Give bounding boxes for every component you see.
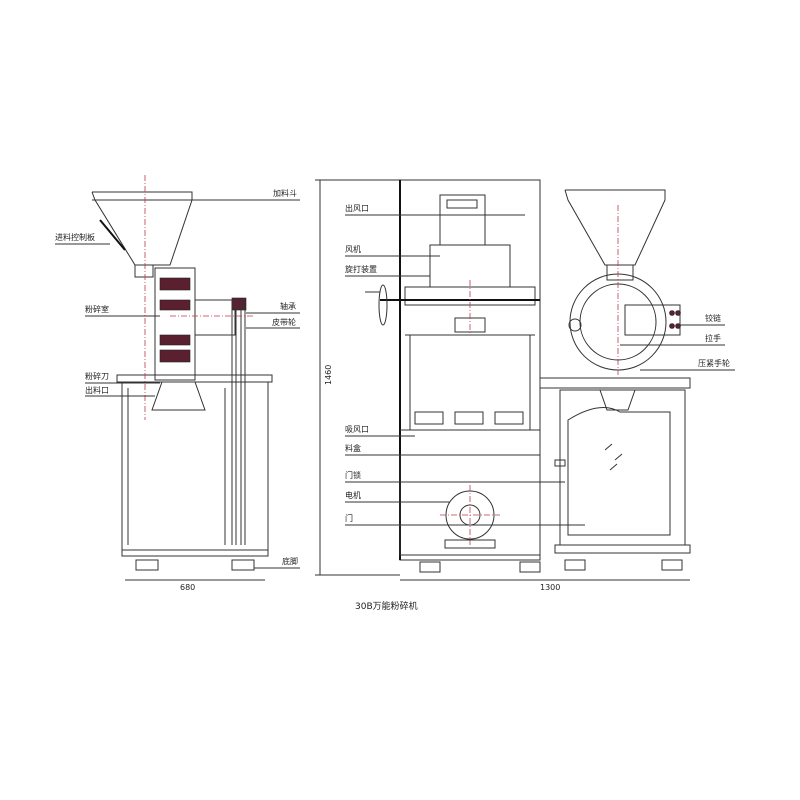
right-view: 铰链 拉手 压紧手轮 — [539, 189, 735, 571]
lower-cabinet — [399, 454, 541, 556]
label-foot: 底脚 — [282, 556, 298, 566]
label-air-inlet: 吸风口 — [345, 425, 369, 434]
label-grinding-chamber: 粉碎室 — [85, 304, 109, 314]
label-door-lock: 门锁 — [345, 470, 361, 480]
label-motor: 电机 — [345, 490, 361, 500]
foot — [231, 559, 255, 571]
label-hopper: 加料斗 — [273, 188, 297, 198]
grinding-chamber-front — [569, 273, 667, 371]
handwheel — [378, 284, 388, 326]
label-material-box: 料盒 — [345, 443, 361, 453]
shaft-housing — [194, 299, 236, 336]
label-fan: 风机 — [345, 244, 361, 254]
label-hinge: 铰链 — [705, 313, 721, 323]
label-feed-control-plate: 进料控制板 — [55, 232, 95, 242]
discharge-outlet — [151, 381, 206, 411]
label-beating-device: 旋打装置 — [345, 264, 377, 274]
label-grinding-blade: 粉碎刀 — [85, 371, 109, 381]
right-cabinet — [559, 389, 686, 546]
label-discharge-outlet: 出料口 — [85, 385, 109, 395]
front-width-dim-label: 1300 — [540, 583, 560, 592]
label-door: 门 — [345, 513, 353, 523]
foot — [564, 559, 586, 571]
feed-control-plate — [99, 219, 126, 251]
clamp-handwheel — [568, 318, 582, 332]
right-hopper — [564, 189, 666, 266]
foot — [135, 559, 159, 571]
hinge-plate — [624, 304, 681, 336]
label-clamp-handwheel: 压紧手轮 — [698, 358, 730, 368]
foot — [661, 559, 683, 571]
front-view: 1460 1300 出风口 风机 旋打装置 — [315, 179, 690, 592]
door — [567, 407, 671, 536]
width-dim-label: 680 — [180, 583, 195, 592]
label-bearing: 轴承 — [280, 301, 296, 311]
label-handle: 拉手 — [705, 333, 721, 343]
drawing-title: 30B万能粉碎机 — [355, 600, 418, 612]
foot — [419, 561, 441, 573]
label-air-outlet: 出风口 — [345, 203, 369, 213]
label-belt-pulley: 皮带轮 — [272, 317, 296, 327]
side-cabinet — [121, 381, 269, 551]
foot — [519, 561, 541, 573]
bearing — [231, 297, 247, 311]
height-dim-label: 1460 — [324, 365, 333, 385]
door-lock — [554, 459, 566, 467]
front-frame — [399, 179, 541, 561]
side-view: 680 加料斗 进料控制板 粉碎室 轴承 皮带轮 粉碎刀 出料口 底脚 — [55, 175, 300, 592]
